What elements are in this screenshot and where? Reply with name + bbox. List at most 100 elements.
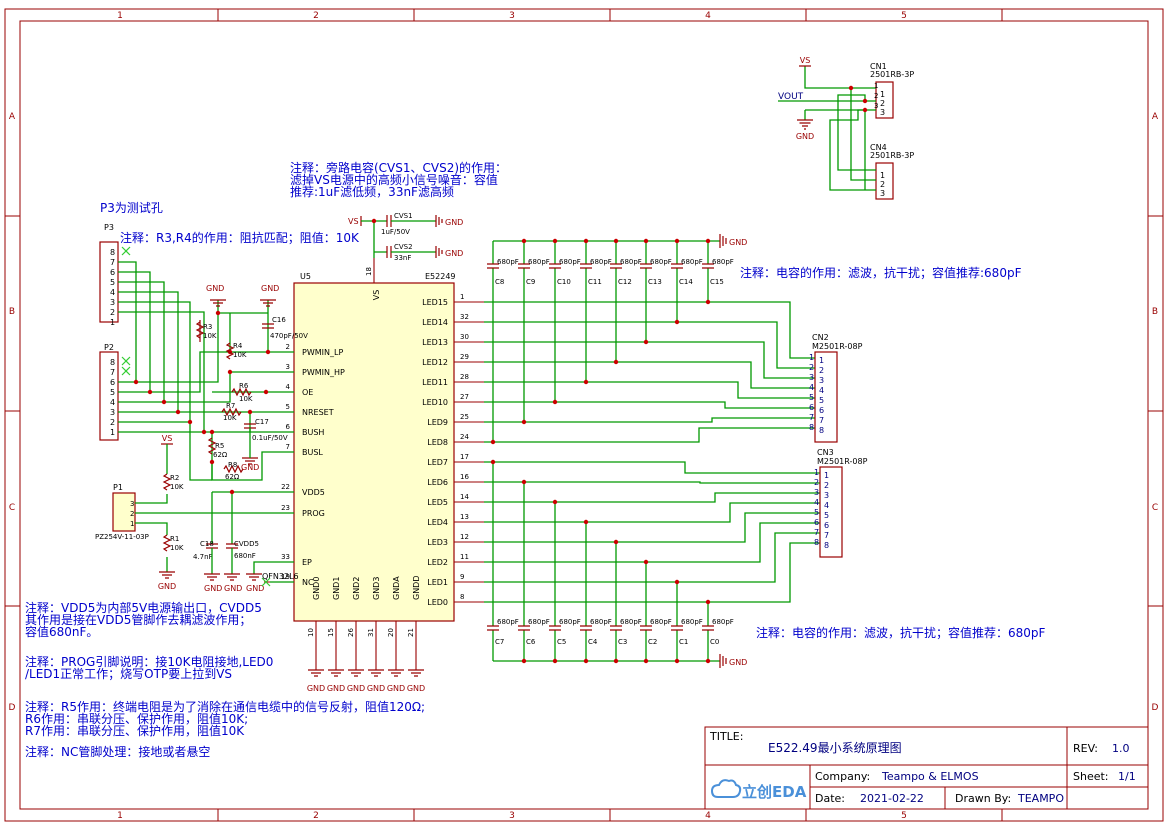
junction — [674, 319, 680, 325]
ic-pin-name: LED13 — [422, 338, 448, 347]
connector-pin-inner: 4 — [824, 501, 829, 510]
junction — [583, 519, 589, 525]
gnd-label: GND — [206, 284, 224, 293]
drawing-frame — [4, 8, 1164, 822]
ic-pin-name: LED3 — [427, 538, 448, 547]
led-net — [484, 341, 815, 379]
ic-pin-number: 12 — [460, 533, 469, 541]
ic-pin-number: 1 — [460, 293, 464, 301]
cap-value: 680pF — [528, 258, 550, 266]
net-label: VS — [162, 434, 173, 443]
ic-pin-number: 2 — [286, 343, 290, 351]
col-label: 2 — [313, 11, 319, 21]
ic-pin-number: 29 — [460, 353, 469, 361]
cap-ref: C1 — [679, 638, 688, 646]
connector-pin-inner: 8 — [819, 426, 824, 435]
ic-pin-number: 8 — [460, 593, 464, 601]
gnd-label: GND — [204, 584, 222, 593]
ic-pin-number: 14 — [460, 493, 469, 501]
cvdd5-ref: CVDD5 — [234, 540, 259, 548]
cn1-pin: 1 — [880, 90, 885, 99]
junction — [674, 658, 680, 664]
header-pin-number: 3 — [110, 298, 115, 307]
ic-pin-number: 16 — [460, 473, 469, 481]
ic-pin-name: LED0 — [427, 598, 448, 607]
date-value: 2021-02-22 — [860, 792, 924, 805]
led-net — [484, 301, 815, 359]
cap-ref: C8 — [495, 278, 504, 286]
resistor-r8: R8 62Ω — [223, 461, 244, 481]
header-pin-number: 7 — [110, 258, 115, 267]
ic-pin-name: BUSH — [302, 428, 324, 437]
row-label: D — [9, 703, 16, 713]
ic-pin-number: 25 — [460, 413, 469, 421]
ic-pin-name: VDD5 — [302, 488, 325, 497]
cap-value: 680pF — [559, 258, 581, 266]
cap-ref: C6 — [526, 638, 536, 646]
c18-value: 4.7nF — [193, 553, 213, 561]
connector-pin-inner: 3 — [819, 376, 824, 385]
capacitor-symbol — [610, 263, 622, 269]
connector-pin-outer: 2 — [809, 363, 814, 372]
capacitor-symbol — [549, 263, 561, 269]
cn2-ref: CN2 — [812, 333, 829, 342]
junction — [643, 559, 649, 565]
ic-pin-name: NRESET — [302, 408, 334, 417]
led-net — [484, 492, 820, 503]
cn1-pin-mark: 3 — [874, 102, 878, 110]
cvdd5-value: 680nF — [234, 552, 256, 560]
gnd-label: GND — [796, 132, 814, 141]
note-bypass: 注释：旁路电容(CVS1、CVS2)的作用： 滤掉VS电源中的高频小信号噪音：容… — [290, 160, 507, 199]
cap-value: 680pF — [650, 258, 672, 266]
col-label: 3 — [509, 811, 515, 821]
cn4-pin: 3 — [880, 189, 885, 198]
cap-value: 680pF — [712, 618, 734, 626]
resistor-r5: R5 62Ω — [207, 437, 228, 459]
connector-pin-outer: 1 — [809, 353, 814, 362]
resistor-r4: R4 10K — [225, 342, 247, 360]
capacitor-symbol — [671, 263, 683, 269]
header-wiring — [118, 246, 294, 481]
header-pin-number: 8 — [110, 248, 115, 257]
capacitor-symbol — [487, 625, 499, 631]
ic-pin-name: OE — [302, 388, 313, 397]
r4-value: 10K — [233, 351, 247, 359]
gnd-label: GND — [367, 684, 385, 693]
ic-pin-number: 9 — [460, 573, 464, 581]
ic-pin-name: LED11 — [422, 378, 448, 387]
row-label: B — [9, 307, 15, 317]
junction — [521, 658, 527, 664]
ic-pin-number: 27 — [460, 393, 469, 401]
led-net — [484, 361, 815, 389]
gnd-symbol-c17: GND — [241, 428, 259, 472]
col-label: 3 — [509, 11, 515, 21]
row-label: B — [1152, 307, 1158, 317]
cap-ref: C3 — [618, 638, 627, 646]
junction — [643, 238, 649, 244]
cap-bank-gnd: GND GND — [719, 234, 747, 668]
led-net — [484, 522, 820, 563]
header-pin-number: 1 — [110, 428, 115, 437]
cn2-value: M2501R-08P — [812, 342, 863, 351]
r7-value: 10K — [223, 414, 237, 422]
company-label: Company: — [815, 770, 870, 783]
company-value: Teampo & ELMOS — [881, 770, 979, 783]
cap-value: 680pF — [590, 618, 612, 626]
led-bus-wiring — [484, 268, 820, 626]
connector-pin-outer: 6 — [809, 403, 814, 412]
ic-pin-number: 3 — [286, 363, 290, 371]
cap-value: 680pF — [620, 258, 642, 266]
title-value: E522.49最小系统原理图 — [768, 741, 902, 755]
junction — [674, 579, 680, 585]
junction — [583, 379, 589, 385]
ic-package: QFN32L6 — [262, 572, 299, 581]
header-pin-number: 2 — [110, 308, 115, 317]
note-line: 推荐:1uF滤低频，33nF滤高频 — [290, 184, 454, 199]
r2-value: 10K — [170, 483, 184, 491]
cn4-ref: CN4 — [870, 143, 887, 152]
c18-ref: C18 — [200, 540, 214, 548]
led-net — [484, 417, 815, 423]
junction — [490, 459, 496, 465]
